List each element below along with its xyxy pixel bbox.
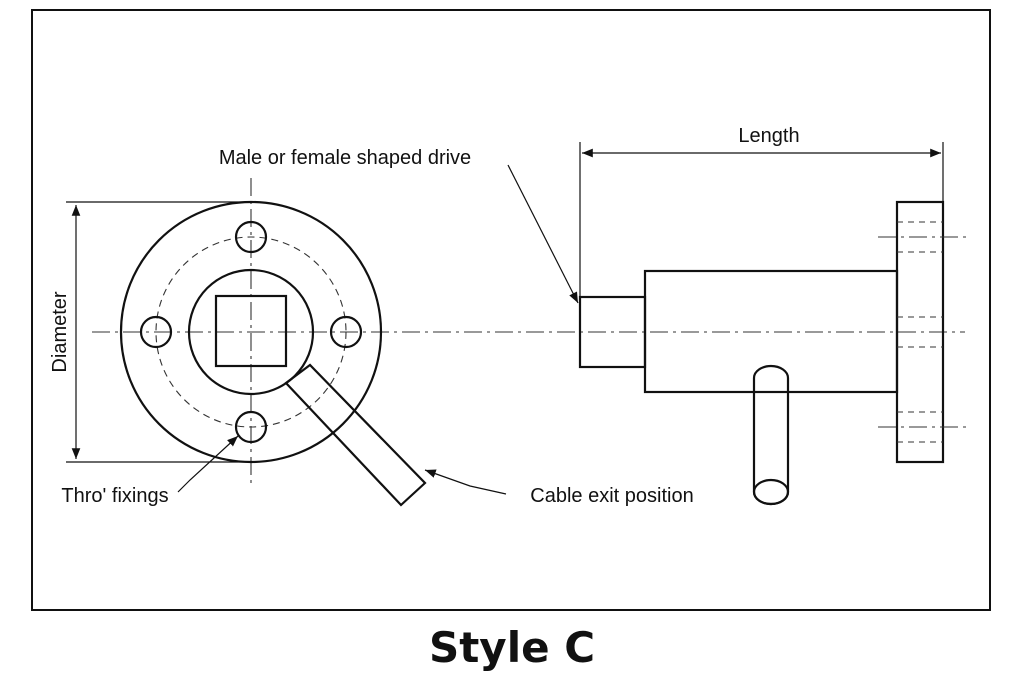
square-drive (214, 294, 288, 368)
front-view (66, 178, 965, 507)
length-label: Length (738, 125, 799, 147)
fixing-hole-right (329, 315, 363, 349)
style-caption: Style C (429, 623, 595, 672)
cable-leader-line (424, 469, 507, 495)
fixings-label: Thro' fixings (61, 485, 168, 507)
pitch-circle (155, 236, 347, 428)
side-view (578, 142, 966, 506)
cable-label: Cable exit position (530, 485, 693, 507)
fixing-hole-top (234, 220, 268, 254)
drive-leader-line (507, 164, 579, 304)
drawing-frame (31, 9, 991, 611)
diameter-label: Diameter (49, 291, 71, 372)
fixing-hole-left (139, 315, 173, 349)
drive-label: Male or female shaped drive (219, 147, 471, 169)
fixings-leader-line (177, 435, 239, 493)
side-flange-plate (895, 200, 945, 464)
cable-exit-end (752, 478, 790, 506)
fixing-hole-bottom (234, 410, 268, 444)
body-circle (187, 268, 315, 396)
cable-exit-arm (284, 363, 427, 507)
